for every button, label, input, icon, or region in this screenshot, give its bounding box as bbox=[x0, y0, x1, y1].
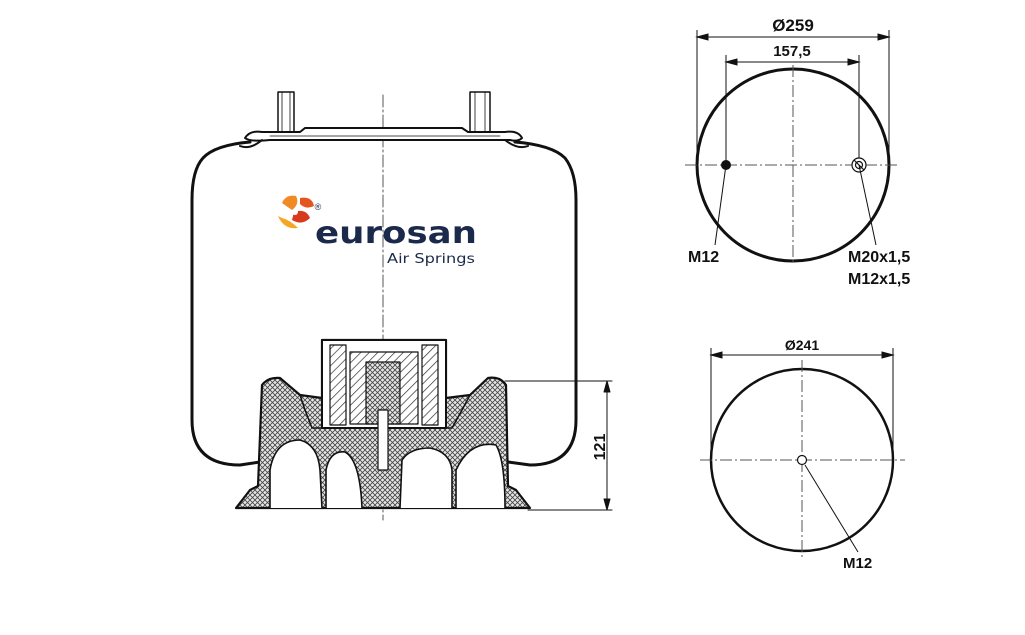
center-thread-leader bbox=[804, 464, 859, 553]
bottom-diameter-dimension bbox=[709, 348, 895, 460]
outer-diameter-label: Ø259 bbox=[772, 16, 814, 35]
left-thread-leader bbox=[714, 164, 727, 246]
side-view bbox=[190, 91, 613, 521]
bottom-diameter-label: Ø241 bbox=[785, 337, 819, 353]
mounting-stud-left bbox=[277, 91, 295, 133]
height-dimension bbox=[504, 380, 613, 511]
center-thread-label: M12 bbox=[843, 555, 872, 572]
center-thread-hole bbox=[796, 454, 808, 466]
piston-opening-right bbox=[399, 447, 453, 509]
top-plate bbox=[244, 127, 523, 142]
right-thread-label-2: M12x1,5 bbox=[848, 271, 910, 288]
left-thread-label: M12 bbox=[688, 249, 719, 266]
bolt-spacing-dimension bbox=[724, 55, 861, 165]
bolt-spacing-label: 157,5 bbox=[773, 43, 811, 60]
height-label: 121 bbox=[592, 434, 609, 461]
right-thread-leader bbox=[858, 164, 877, 246]
brand-name: eurosan bbox=[315, 216, 477, 251]
mounting-stud-right bbox=[469, 91, 491, 133]
top-view bbox=[685, 30, 900, 265]
registered-mark: ® bbox=[315, 202, 322, 212]
right-thread-label-1: M20x1,5 bbox=[848, 249, 910, 266]
bottom-view bbox=[700, 348, 905, 560]
piston-center-boss bbox=[321, 339, 447, 471]
rubber-bellow bbox=[190, 140, 578, 467]
logo-swirl-icon bbox=[278, 195, 314, 229]
brand-tagline: Air Springs bbox=[387, 252, 475, 267]
brand-logo bbox=[278, 195, 314, 229]
piston-opening-left bbox=[269, 439, 323, 509]
outer-diameter-dimension bbox=[695, 30, 891, 165]
